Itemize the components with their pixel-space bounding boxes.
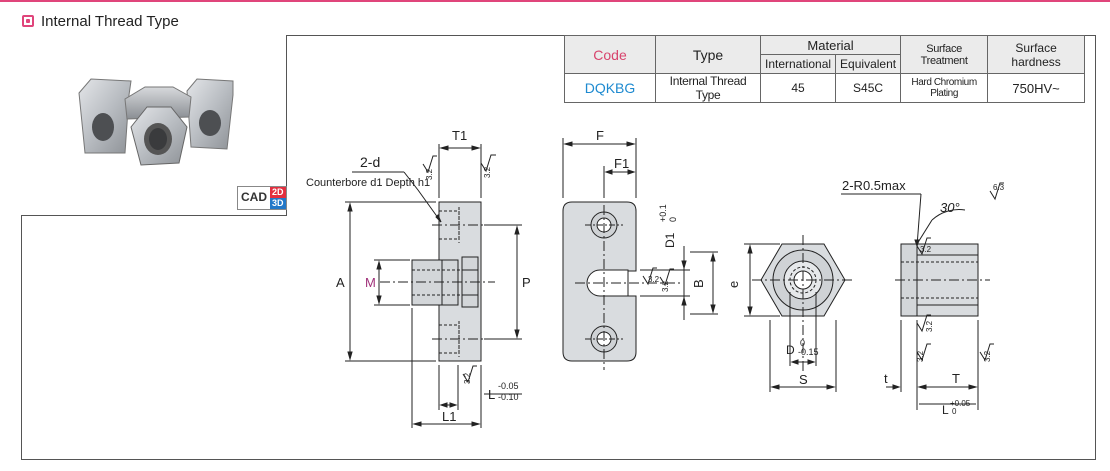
- top-accent-line: [0, 0, 1110, 2]
- label-l: L: [488, 387, 495, 402]
- side-view: [345, 144, 522, 428]
- label-d-tol-low: -0.15: [798, 347, 819, 357]
- label-d-tol-up: 0: [800, 338, 805, 348]
- label-d: D: [786, 343, 795, 357]
- roughness-value: 3.2: [425, 168, 434, 180]
- label-s: S: [799, 372, 808, 387]
- cell-surface-hardness: 750HV~: [987, 73, 1086, 103]
- roughness-value: 3.2: [661, 280, 670, 292]
- square-bullet-icon: [22, 15, 34, 27]
- header-equivalent: Equivalent: [835, 54, 902, 74]
- cell-code: DQKBG: [564, 73, 656, 103]
- label-l-tol-low: -0.10: [498, 392, 519, 402]
- cell-type: Internal Thread Type: [655, 73, 761, 103]
- label-t: t: [884, 371, 888, 386]
- label-radius: 2-R0.5max: [842, 178, 906, 193]
- label-f: F: [596, 128, 604, 143]
- header-type: Type: [655, 35, 761, 74]
- header-material: Material: [759, 35, 902, 55]
- roughness-value: 3.2: [483, 166, 492, 178]
- label-p: P: [522, 275, 531, 290]
- label-t-big: T: [952, 371, 960, 386]
- cad-2d-badge[interactable]: 2D: [270, 187, 286, 198]
- cad-label: CAD: [241, 190, 267, 204]
- header-international: International: [759, 54, 837, 74]
- label-d1-tol-low: 0: [668, 217, 678, 222]
- cell-international: 45: [759, 73, 837, 103]
- product-photo-panel: [21, 35, 287, 216]
- roughness-value: 3.2: [983, 350, 992, 362]
- nut-side-view: [841, 182, 1004, 410]
- cad-download-button[interactable]: CAD 2D 3D: [237, 186, 287, 210]
- front-view: [562, 138, 718, 370]
- label-counterbore: Counterbore d1 Depth h1: [306, 177, 430, 189]
- hex-end-view: [744, 235, 855, 392]
- roughness-value: 3.2: [463, 372, 472, 384]
- label-l1: L1: [442, 409, 456, 424]
- label-a: A: [336, 275, 345, 290]
- section-header: Internal Thread Type: [22, 11, 179, 31]
- label-l-tol-up: -0.05: [498, 381, 519, 391]
- cad-3d-badge[interactable]: 3D: [270, 198, 286, 209]
- label-l-right: L: [942, 403, 949, 417]
- roughness-value: 6.3: [993, 183, 1005, 192]
- cell-equivalent: S45C: [835, 73, 902, 103]
- label-l-right-tol-up: +0.05: [950, 399, 971, 408]
- label-e: e: [726, 281, 741, 288]
- content-frame: [21, 35, 1096, 460]
- label-f1: F1: [614, 156, 629, 171]
- roughness-value: 3.2: [648, 275, 660, 284]
- label-t1: T1: [452, 128, 467, 143]
- label-d1-tol-up: +0.1: [658, 204, 668, 222]
- roughness-value: 3.2: [920, 245, 932, 254]
- label-m: M: [365, 275, 376, 290]
- label-b: B: [691, 279, 706, 288]
- header-surface-hardness: Surface hardness: [987, 35, 1086, 74]
- spec-table: Code Type Material Surface Treatment Sur…: [564, 35, 1086, 103]
- label-l-right-tol-low: 0: [952, 407, 957, 416]
- label-2d: 2-d: [360, 154, 380, 170]
- product-photo-icon: [78, 78, 234, 166]
- label-angle: 30°: [940, 200, 960, 215]
- roughness-value: 3.2: [925, 320, 934, 332]
- roughness-value: 3.2: [916, 350, 925, 362]
- header-surface-treatment: Surface Treatment: [900, 35, 989, 74]
- section-title: Internal Thread Type: [41, 12, 179, 30]
- label-d1: D1: [663, 232, 677, 248]
